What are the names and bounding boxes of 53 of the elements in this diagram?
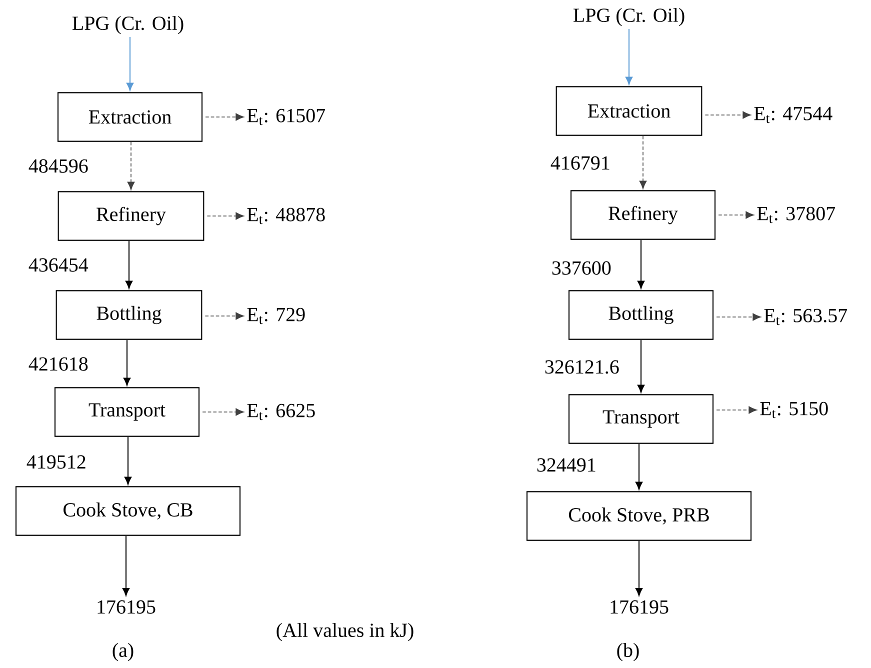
edge-label: 419512 [26, 455, 86, 469]
output-value: 176195 [98, 600, 156, 614]
process-box: Cook Stove, CB [15, 486, 241, 536]
arrow [122, 536, 130, 596]
arrow [206, 212, 244, 220]
process-box: Bottling [568, 290, 714, 340]
arrow [625, 29, 633, 85]
process-box: Extraction [556, 86, 702, 136]
arrow [125, 240, 133, 289]
panel-label: (a) [112, 642, 134, 662]
energy-value: E$_{t}$: 37807 [757, 206, 835, 224]
process-box: Bottling [56, 290, 202, 340]
energy-value: E$_{t}$: 48878 [247, 208, 325, 224]
arrow [205, 113, 244, 121]
energy-value: E$_{t}$: 5150 [760, 402, 828, 418]
energy-value: E$_{t}$: 61507 [247, 108, 325, 126]
edge-label: 436454 [28, 258, 88, 272]
edge-label: 421618 [28, 357, 88, 371]
process-box: Refinery [570, 190, 716, 240]
edge-label: 416791 [550, 156, 610, 170]
arrow [637, 240, 645, 289]
arrow [123, 340, 131, 386]
arrow [716, 313, 761, 321]
energy-value: E$_{t}$: 47544 [754, 106, 832, 124]
arrow [704, 111, 751, 119]
arrow [718, 211, 754, 219]
energy-value: E$_{t}$: 6625 [247, 404, 315, 420]
arrow [635, 444, 643, 490]
arrow [202, 408, 244, 416]
arrow [637, 340, 645, 393]
edge-label: 324491 [537, 458, 596, 472]
arrow [204, 312, 244, 320]
panel-label: (b) [617, 642, 639, 662]
process-box: Transport [568, 394, 714, 444]
edge-label: 326121.6 [545, 360, 619, 374]
arrow [716, 406, 757, 414]
process-box: Refinery [58, 191, 204, 241]
energy-value: E$_{t}$: 563.57 [764, 308, 847, 326]
arrow [124, 436, 132, 485]
source-text: LPG (Cr. Oil) [573, 8, 684, 26]
arrow [639, 135, 647, 190]
process-box: Transport [54, 387, 200, 437]
arrow [126, 37, 134, 91]
note-text: (All values in kJ) [276, 622, 414, 642]
edge-label: 337600 [552, 261, 611, 275]
process-box: Extraction [57, 92, 203, 142]
arrow [127, 141, 135, 190]
arrow [635, 540, 643, 596]
output-value: 176195 [610, 600, 668, 614]
source-text: LPG (Cr. Oil) [72, 16, 184, 34]
edge-label: 484596 [28, 159, 88, 173]
process-box: Cook Stove, PRB [526, 491, 752, 541]
energy-value: E$_{t}$: 729 [247, 308, 305, 324]
